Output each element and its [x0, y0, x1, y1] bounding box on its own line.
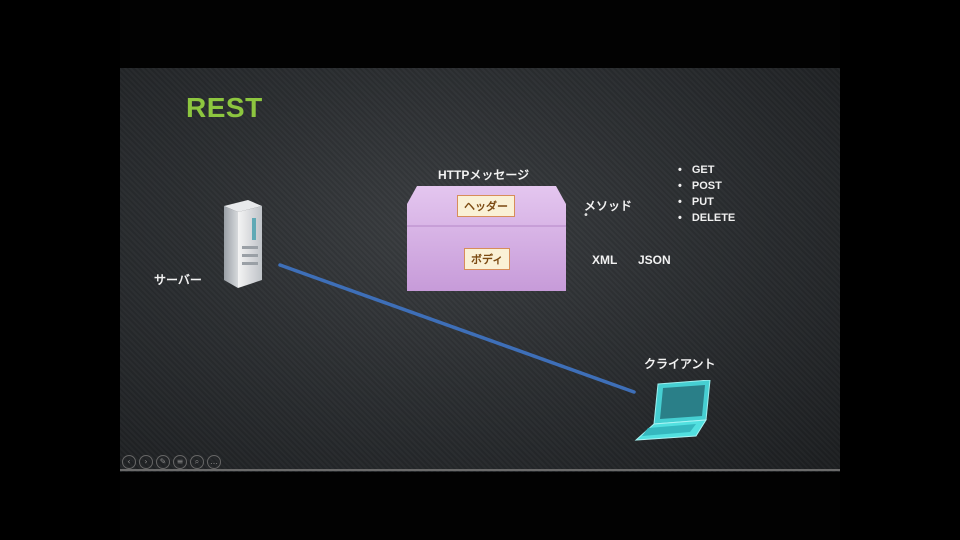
- slide-controls: ‹ › ✎ ≡ ⌕ …: [122, 455, 221, 469]
- zoom-icon[interactable]: ⌕: [190, 455, 204, 469]
- method-post: POST: [678, 178, 735, 194]
- server-icon: [224, 200, 262, 288]
- header-label: ヘッダー: [457, 195, 515, 217]
- connector-line: [278, 263, 636, 394]
- format-json: JSON: [638, 253, 671, 267]
- method-put: PUT: [678, 194, 735, 210]
- pen-icon[interactable]: ✎: [156, 455, 170, 469]
- method-get: GET: [678, 162, 735, 178]
- slide-title: REST: [186, 92, 263, 123]
- http-message-diagram: [407, 186, 566, 291]
- bullet-dot: •: [583, 210, 589, 221]
- format-xml: XML: [592, 253, 618, 267]
- method-label: メソッド: [584, 199, 633, 213]
- server-label: サーバー: [154, 273, 202, 287]
- method-delete: DELETE: [678, 210, 735, 226]
- prev-icon[interactable]: ‹: [122, 455, 136, 469]
- next-icon[interactable]: ›: [139, 455, 153, 469]
- http-message-label: HTTPメッセージ: [438, 168, 530, 182]
- progress-bar[interactable]: [120, 469, 840, 471]
- laptop-icon: [634, 380, 711, 441]
- body-label: ボディ: [464, 248, 511, 270]
- menu-icon[interactable]: ≡: [173, 455, 187, 469]
- more-icon[interactable]: …: [207, 455, 221, 469]
- client-label: クライアント: [644, 357, 716, 371]
- http-method-list: GET POST PUT DELETE: [678, 162, 735, 226]
- presentation-slide: REST サーバー HTTPメッセージ ヘッダー: [120, 68, 840, 472]
